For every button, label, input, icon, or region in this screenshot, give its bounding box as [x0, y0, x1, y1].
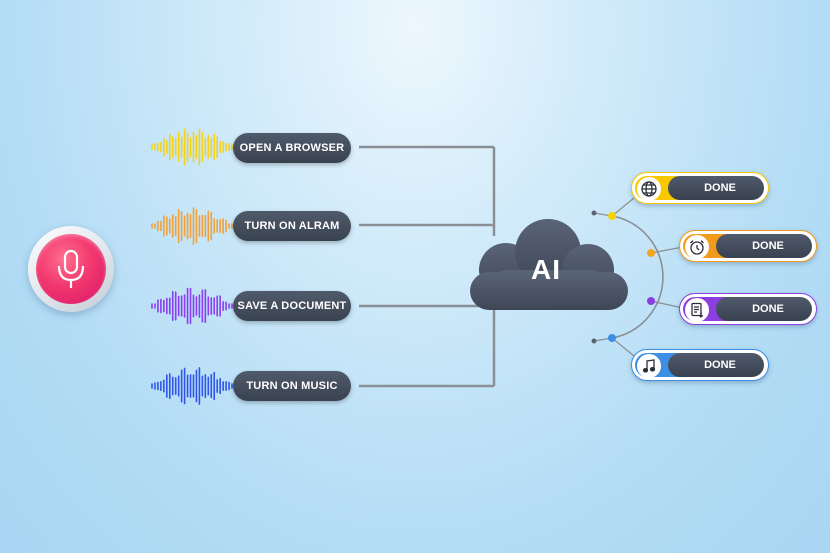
sound-wave-3: [151, 287, 233, 325]
sound-wave-4: [151, 367, 233, 405]
command-turn-on-music[interactable]: TURN ON MUSIC: [233, 371, 351, 401]
result-label: DONE: [716, 234, 812, 258]
arc-node-purple: [647, 297, 655, 305]
arc-end-dot-bottom: [591, 338, 597, 344]
result-label: DONE: [668, 353, 764, 377]
result-music[interactable]: DONE: [631, 349, 769, 381]
globe-icon: [637, 177, 661, 201]
document-download-icon: [685, 298, 709, 322]
result-browser[interactable]: DONE: [631, 172, 769, 204]
music-note-icon: [637, 354, 661, 378]
arc-node-orange: [647, 249, 655, 257]
result-label: DONE: [716, 297, 812, 321]
microphone-button[interactable]: [36, 234, 106, 304]
result-alarm[interactable]: DONE: [679, 230, 817, 262]
result-document[interactable]: DONE: [679, 293, 817, 325]
result-label: DONE: [668, 176, 764, 200]
microphone-icon: [57, 249, 85, 288]
alarm-clock-icon: [685, 235, 709, 259]
command-save-document[interactable]: SAVE A DOCUMENT: [233, 291, 351, 321]
command-turn-on-alarm[interactable]: TURN ON ALRAM: [233, 211, 351, 241]
ai-label: AI: [531, 254, 561, 285]
sound-wave-1: [151, 128, 233, 166]
arc-node-yellow: [608, 212, 616, 220]
arc-end-dot-top: [591, 210, 597, 216]
output-arc: [611, 215, 664, 339]
sound-wave-2: [151, 207, 233, 245]
command-open-browser[interactable]: OPEN A BROWSER: [233, 133, 351, 163]
ai-cloud: [470, 219, 628, 310]
arc-node-blue: [608, 334, 616, 342]
